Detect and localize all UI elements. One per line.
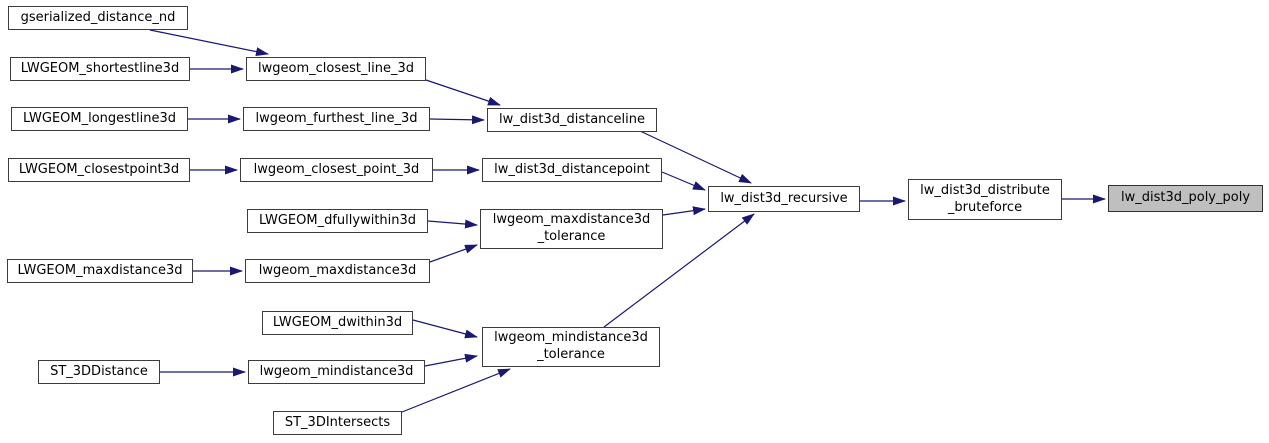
node-LWGEOM_dwithin3d[interactable]: LWGEOM_dwithin3d [262, 311, 413, 335]
edge-lw_dist3d_distancepoint-to-lw_dist3d_recursive [661, 171, 706, 191]
node-lwgeom_closest_point_3d[interactable]: lwgeom_closest_point_3d [240, 158, 433, 182]
node-label: LWGEOM_longestline3d [22, 110, 177, 126]
edge-lwgeom_furthest_line_3d-to-lw_dist3d_distanceline [429, 115, 485, 125]
node-label: lwgeom_closest_point_3d [253, 161, 420, 177]
edge-lwgeom_maxdistance3d-to-lwgeom_maxdistance3d_tolerance [429, 244, 478, 263]
node-LWGEOM_closestpoint3d[interactable]: LWGEOM_closestpoint3d [8, 158, 190, 182]
node-label: ST_3DDistance [50, 363, 148, 379]
node-lw_dist3d_poly_poly: lw_dist3d_poly_poly [1108, 185, 1263, 212]
edge-gserialized_distance_nd-to-lwgeom_closest_line_3d [149, 29, 269, 57]
node-LWGEOM_dfullywithin3d[interactable]: LWGEOM_dfullywithin3d [247, 209, 428, 233]
node-label: lw_dist3d_distribute _bruteforce [920, 182, 1050, 215]
node-gserialized_distance_nd[interactable]: gserialized_distance_nd [8, 6, 188, 30]
edge-lwgeom_mindistance3d-to-lwgeom_mindistance3d_tolerance [424, 353, 478, 367]
node-label: lwgeom_closest_line_3d [258, 60, 414, 76]
node-LWGEOM_maxdistance3d[interactable]: LWGEOM_maxdistance3d [7, 259, 193, 283]
node-label: gserialized_distance_nd [20, 9, 176, 25]
node-LWGEOM_longestline3d[interactable]: LWGEOM_longestline3d [11, 107, 188, 131]
edge-ST_3DIntersects-to-lwgeom_mindistance3d_tolerance [401, 368, 511, 413]
node-label: lwgeom_furthest_line_3d [255, 110, 418, 126]
node-label: lwgeom_mindistance3d _tolerance [494, 330, 648, 362]
node-lw_dist3d_distancepoint[interactable]: lw_dist3d_distancepoint [482, 158, 662, 182]
edge-lwgeom_maxdistance3d_tolerance-to-lw_dist3d_recursive [662, 206, 706, 216]
node-lwgeom_mindistance3d_tolerance[interactable]: lwgeom_mindistance3d _tolerance [482, 327, 660, 367]
edge-lw_dist3d_distanceline-to-lw_dist3d_recursive [639, 130, 752, 184]
node-label: lw_dist3d_distancepoint [494, 161, 650, 177]
node-lwgeom_mindistance3d[interactable]: lwgeom_mindistance3d [248, 360, 425, 384]
node-label: LWGEOM_closestpoint3d [18, 161, 180, 177]
node-label: LWGEOM_dwithin3d [272, 314, 403, 330]
node-label: LWGEOM_maxdistance3d [17, 262, 183, 278]
node-label: lw_dist3d_recursive [720, 190, 848, 206]
node-lwgeom_furthest_line_3d[interactable]: lwgeom_furthest_line_3d [243, 107, 430, 131]
node-label: LWGEOM_dfullywithin3d [258, 212, 417, 228]
node-ST_3DIntersects[interactable]: ST_3DIntersects [273, 411, 402, 435]
node-lwgeom_maxdistance3d[interactable]: lwgeom_maxdistance3d [245, 259, 430, 283]
edge-LWGEOM_dfullywithin3d-to-lwgeom_maxdistance3d_tolerance [427, 219, 478, 229]
node-label: lwgeom_mindistance3d [259, 363, 414, 379]
node-lw_dist3d_distanceline[interactable]: lw_dist3d_distanceline [487, 108, 657, 132]
node-label: lwgeom_maxdistance3d [258, 262, 417, 278]
node-ST_3DDistance[interactable]: ST_3DDistance [38, 360, 160, 384]
node-lw_dist3d_distribute_bruteforce[interactable]: lw_dist3d_distribute _bruteforce [908, 179, 1062, 220]
edge-LWGEOM_dwithin3d-to-lwgeom_mindistance3d_tolerance [412, 319, 478, 339]
node-LWGEOM_shortestline3d[interactable]: LWGEOM_shortestline3d [10, 57, 190, 81]
node-lwgeom_closest_line_3d[interactable]: lwgeom_closest_line_3d [246, 57, 426, 81]
node-lw_dist3d_recursive[interactable]: lw_dist3d_recursive [708, 186, 860, 212]
node-label: lwgeom_maxdistance3d _tolerance [492, 212, 651, 244]
edge-lwgeom_mindistance3d_tolerance-to-lw_dist3d_recursive [603, 213, 755, 328]
node-label: lw_dist3d_distanceline [498, 111, 646, 127]
node-label: lw_dist3d_poly_poly [1120, 190, 1251, 206]
node-lwgeom_maxdistance3d_tolerance[interactable]: lwgeom_maxdistance3d _tolerance [480, 209, 663, 249]
node-label: ST_3DIntersects [284, 414, 391, 430]
node-label: LWGEOM_shortestline3d [20, 60, 180, 76]
edge-lwgeom_closest_line_3d-to-lw_dist3d_distanceline [425, 79, 501, 106]
